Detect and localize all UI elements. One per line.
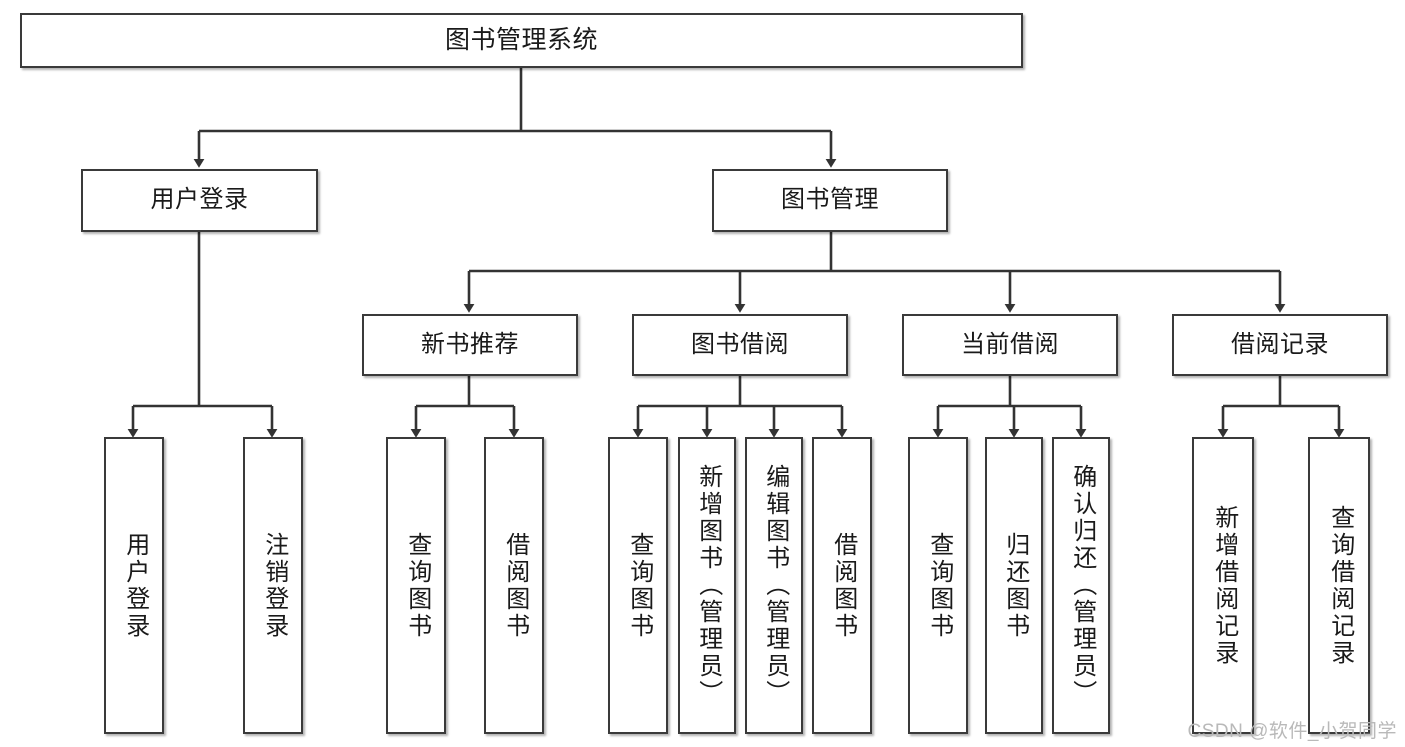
- leaf-recommend-borrow-book[interactable]: 借阅图书: [484, 437, 544, 734]
- leaf-borrow-query-book[interactable]: 查询图书: [608, 437, 668, 734]
- node-label: 图书管理: [781, 186, 879, 214]
- leaf-borrow-edit-book-admin[interactable]: 编辑图书（管理员）: [745, 437, 803, 734]
- node-label: 用户登录: [121, 531, 149, 640]
- leaf-current-confirm-return-admin[interactable]: 确认归还（管理员）: [1052, 437, 1110, 734]
- leaf-recommend-query-book[interactable]: 查询图书: [386, 437, 446, 734]
- leaf-user-logout[interactable]: 注销登录: [243, 437, 303, 734]
- node-label: 新增借阅记录: [1210, 504, 1238, 667]
- node-label: 查询图书: [403, 531, 431, 640]
- node-root-system[interactable]: 图书管理系统: [20, 13, 1023, 68]
- node-new-book-recommend[interactable]: 新书推荐: [362, 314, 578, 376]
- node-label: 查询借阅记录: [1326, 504, 1354, 667]
- node-label: 当前借阅: [961, 330, 1059, 358]
- node-label: 借阅记录: [1231, 330, 1329, 358]
- node-label: 新增图书（管理员）: [694, 464, 722, 707]
- node-book-management[interactable]: 图书管理: [712, 169, 948, 232]
- node-label: 图书借阅: [691, 330, 789, 358]
- node-book-borrow[interactable]: 图书借阅: [632, 314, 848, 376]
- node-label: 借阅图书: [501, 531, 529, 640]
- node-label: 编辑图书（管理员）: [761, 464, 789, 707]
- node-current-borrow[interactable]: 当前借阅: [902, 314, 1118, 376]
- node-label: 归还图书: [1001, 531, 1029, 640]
- node-label: 查询图书: [925, 531, 953, 640]
- node-label: 图书管理系统: [444, 25, 598, 54]
- leaf-current-query-book[interactable]: 查询图书: [908, 437, 968, 734]
- leaf-records-query-record[interactable]: 查询借阅记录: [1308, 437, 1370, 734]
- node-label: 用户登录: [150, 186, 249, 214]
- leaf-records-add-record[interactable]: 新增借阅记录: [1192, 437, 1254, 734]
- node-label: 注销登录: [260, 531, 288, 640]
- leaf-borrow-borrow-book[interactable]: 借阅图书: [812, 437, 872, 734]
- leaf-current-return-book[interactable]: 归还图书: [985, 437, 1043, 734]
- node-user-login[interactable]: 用户登录: [81, 169, 318, 232]
- leaf-user-login[interactable]: 用户登录: [104, 437, 164, 734]
- leaf-borrow-add-book-admin[interactable]: 新增图书（管理员）: [678, 437, 736, 734]
- node-label: 查询图书: [625, 531, 653, 640]
- node-label: 借阅图书: [829, 531, 857, 640]
- node-label: 确认归还（管理员）: [1068, 464, 1096, 707]
- node-label: 新书推荐: [421, 330, 519, 358]
- node-borrow-records[interactable]: 借阅记录: [1172, 314, 1388, 376]
